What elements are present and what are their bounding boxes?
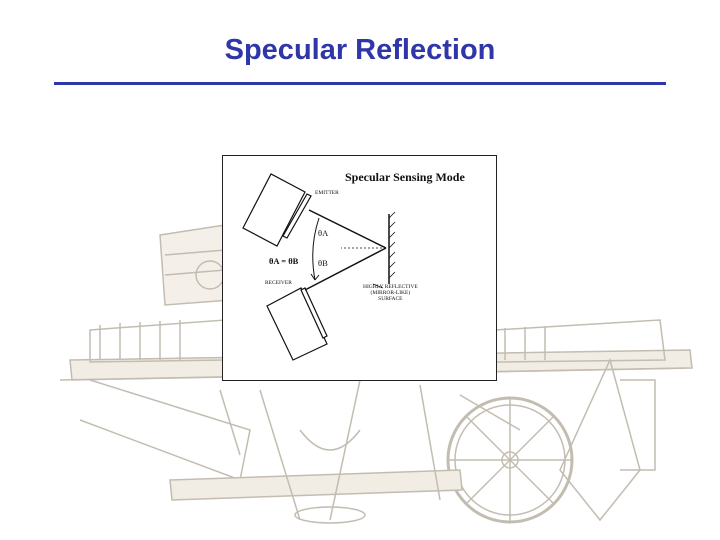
surface-label-line: HIGHLY REFLECTIVE (363, 284, 418, 290)
surface-label-line: (MIRROR-LIKE) (370, 290, 411, 296)
light-beam (304, 209, 387, 291)
surface-label: HIGHLY REFLECTIVE (MIRROR-LIKE) SURFACE (363, 284, 418, 302)
emitter-housing (242, 173, 312, 247)
specular-diagram-drawing (242, 173, 396, 361)
receiver-housing (266, 287, 328, 361)
surface-label-line: SURFACE (378, 296, 403, 302)
diagram-title: Specular Sensing Mode (345, 170, 465, 184)
mirror-surface (388, 211, 396, 284)
emitter-label: EMITTER (315, 190, 339, 196)
angle-arc (312, 217, 320, 281)
specular-sensing-diagram: Specular Sensing Mode EMITTER RECEIVER θ… (222, 155, 497, 381)
title-underline (54, 82, 666, 85)
slide-title: Specular Reflection (224, 34, 496, 66)
angle-a-label: θA (318, 228, 329, 238)
angle-b-label: θB (318, 258, 328, 268)
angle-equation-label: θA = θB (269, 256, 299, 266)
receiver-label: RECEIVER (265, 280, 292, 286)
